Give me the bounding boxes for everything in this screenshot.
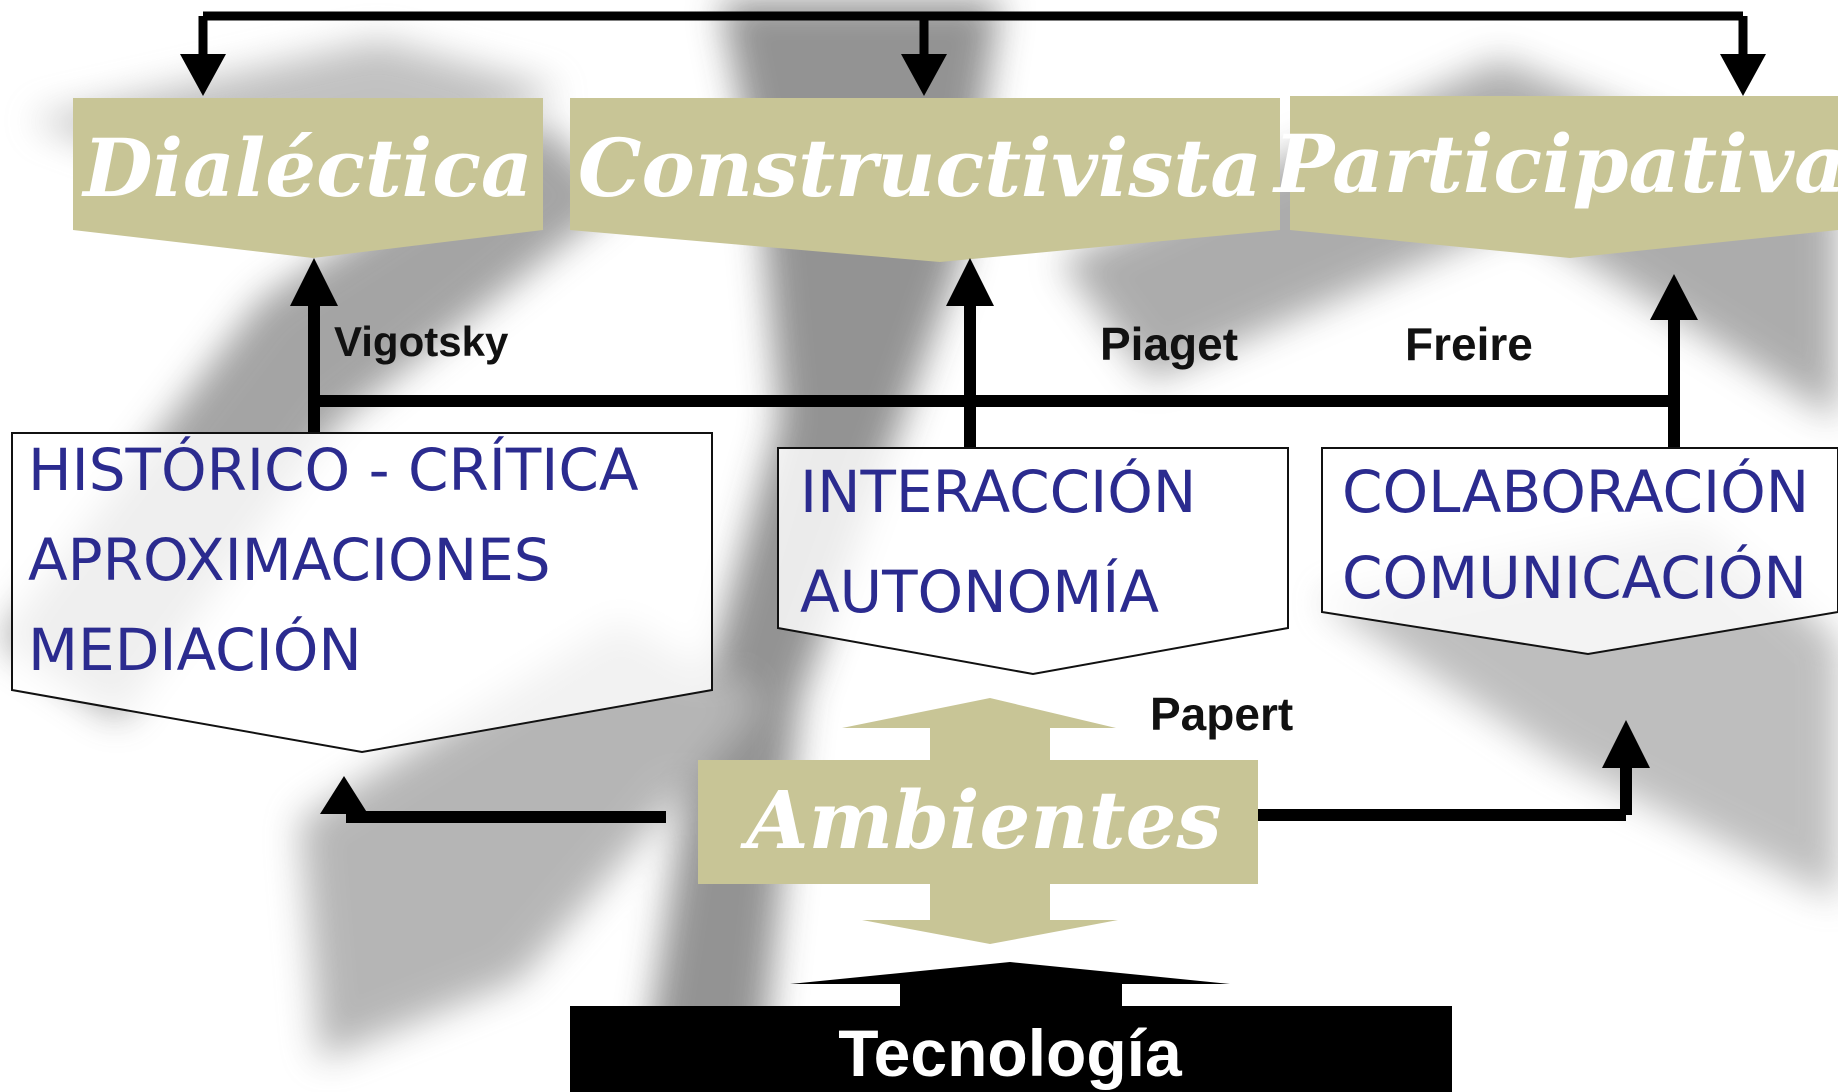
- interaccion-line-1: INTERACCIÓN: [800, 457, 1196, 526]
- tecnologia-arrow-top: [790, 962, 1230, 1010]
- arrowhead-up-mid: [946, 258, 994, 306]
- ambientes-arrow: [698, 698, 1258, 944]
- tecnologia-bar: [570, 1006, 1452, 1092]
- top-connector: [198, 11, 1748, 60]
- historico-line-3: MEDIACIÓN: [28, 615, 362, 684]
- arrowhead-up-left: [290, 258, 338, 306]
- interaccion-box: [777, 447, 1289, 676]
- author-vigotsky: Vigotsky: [334, 318, 509, 365]
- colaboracion-box: [1321, 447, 1838, 656]
- arrowhead-right-box: [1602, 720, 1650, 768]
- constructivista-label: Constructivista: [578, 121, 1262, 215]
- dialectica-label: Dialéctica: [81, 121, 533, 215]
- participativa-label: Participativa: [1272, 117, 1838, 211]
- author-papert: Papert: [1150, 688, 1293, 740]
- arrowhead-down-mid: [901, 54, 947, 96]
- colaboracion-line-2: COMUNICACIÓN: [1342, 543, 1807, 612]
- colaboracion-line-1: COLABORACIÓN: [1342, 457, 1809, 526]
- middle-connectors: [308, 300, 1680, 448]
- arrowhead-left-box: [320, 776, 368, 814]
- historico-line-2: APROXIMACIONES: [28, 526, 551, 594]
- ambientes-label: Ambientes: [740, 773, 1222, 867]
- historico-line-1: HISTÓRICO - CRÍTICA: [28, 435, 639, 504]
- arrowhead-down-left: [180, 54, 226, 96]
- author-freire: Freire: [1405, 318, 1533, 370]
- constructivista-banner: [570, 98, 1280, 262]
- dialectica-banner: [73, 98, 543, 258]
- tecnologia-label: Tecnología: [838, 1016, 1183, 1090]
- arrowhead-up-right: [1650, 274, 1698, 320]
- author-piaget: Piaget: [1100, 318, 1238, 370]
- historico-box: [11, 432, 713, 754]
- participativa-banner: [1290, 96, 1838, 258]
- arrowhead-down-right: [1720, 54, 1766, 96]
- interaccion-line-2: AUTONOMÍA: [800, 557, 1159, 626]
